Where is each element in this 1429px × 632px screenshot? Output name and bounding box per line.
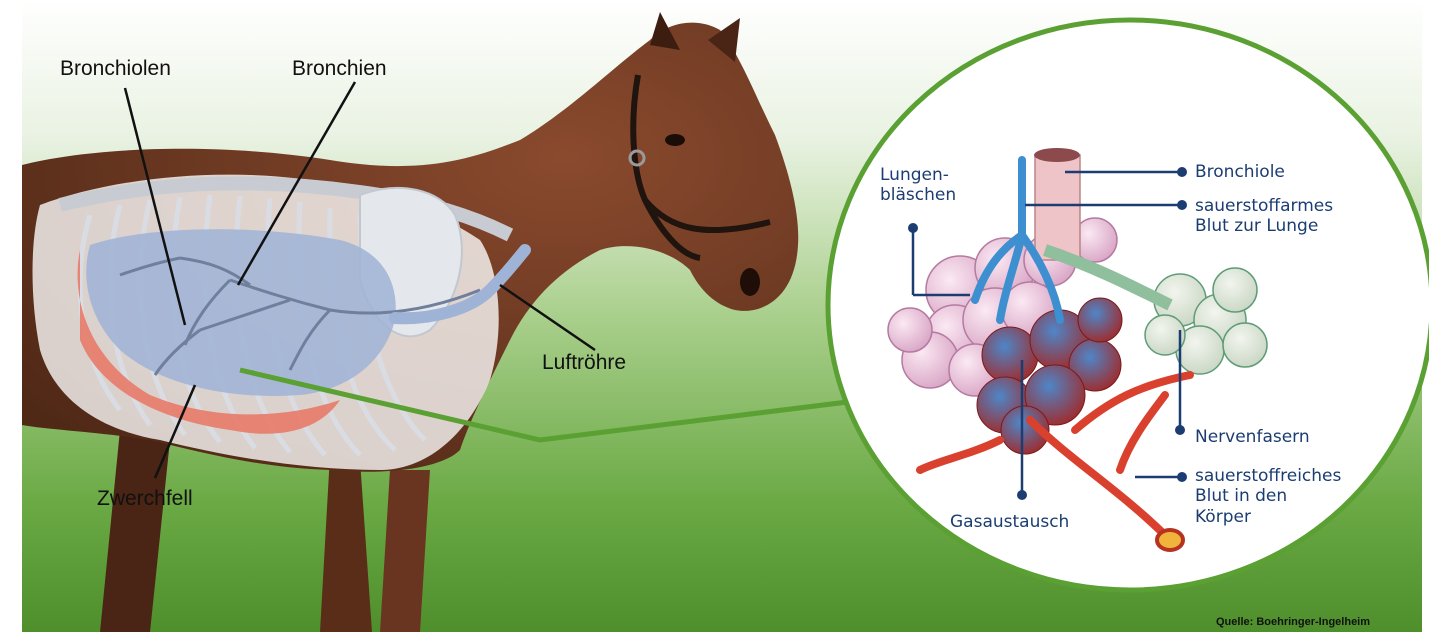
- left-white-strip: [0, 0, 22, 632]
- label-bronchiole: Bronchiole: [1195, 162, 1285, 182]
- label-luftroehre: Luftröhre: [542, 350, 626, 375]
- label-sauerstoffreich-line3: Körper: [1195, 507, 1341, 527]
- label-bronchien: Bronchien: [292, 56, 387, 81]
- horse-eye: [665, 134, 685, 146]
- label-gasaustausch: Gasaustausch: [950, 512, 1069, 532]
- label-zwerchfell: Zwerchfell: [97, 486, 193, 511]
- label-nervenfasern: Nervenfasern: [1195, 427, 1310, 447]
- label-sauerstoffreiches-blut: sauerstoffreiches Blut in den Körper: [1195, 466, 1341, 527]
- label-lungenblaeschen-line1: Lungen-: [880, 165, 956, 185]
- horse-nostril: [740, 268, 760, 296]
- label-sauerstoffarm-line1: sauerstoffarmes: [1195, 196, 1333, 216]
- label-bronchiolen: Bronchiolen: [60, 56, 171, 81]
- label-sauerstoffarm-line2: Blut zur Lunge: [1195, 216, 1333, 236]
- label-lungenblaeschen: Lungen- bläschen: [880, 165, 956, 206]
- label-lungenblaeschen-line2: bläschen: [880, 185, 956, 205]
- red-vessel-opening: [1157, 530, 1183, 550]
- bronchiole-opening: [1034, 148, 1080, 162]
- label-sauerstoffreich-line2: Blut in den: [1195, 486, 1341, 506]
- label-sauerstoffarmes-blut: sauerstoffarmes Blut zur Lunge: [1195, 196, 1333, 237]
- source-credit: Quelle: Boehringer-Ingelheim: [1216, 616, 1370, 629]
- label-sauerstoffreich-line1: sauerstoffreiches: [1195, 466, 1341, 486]
